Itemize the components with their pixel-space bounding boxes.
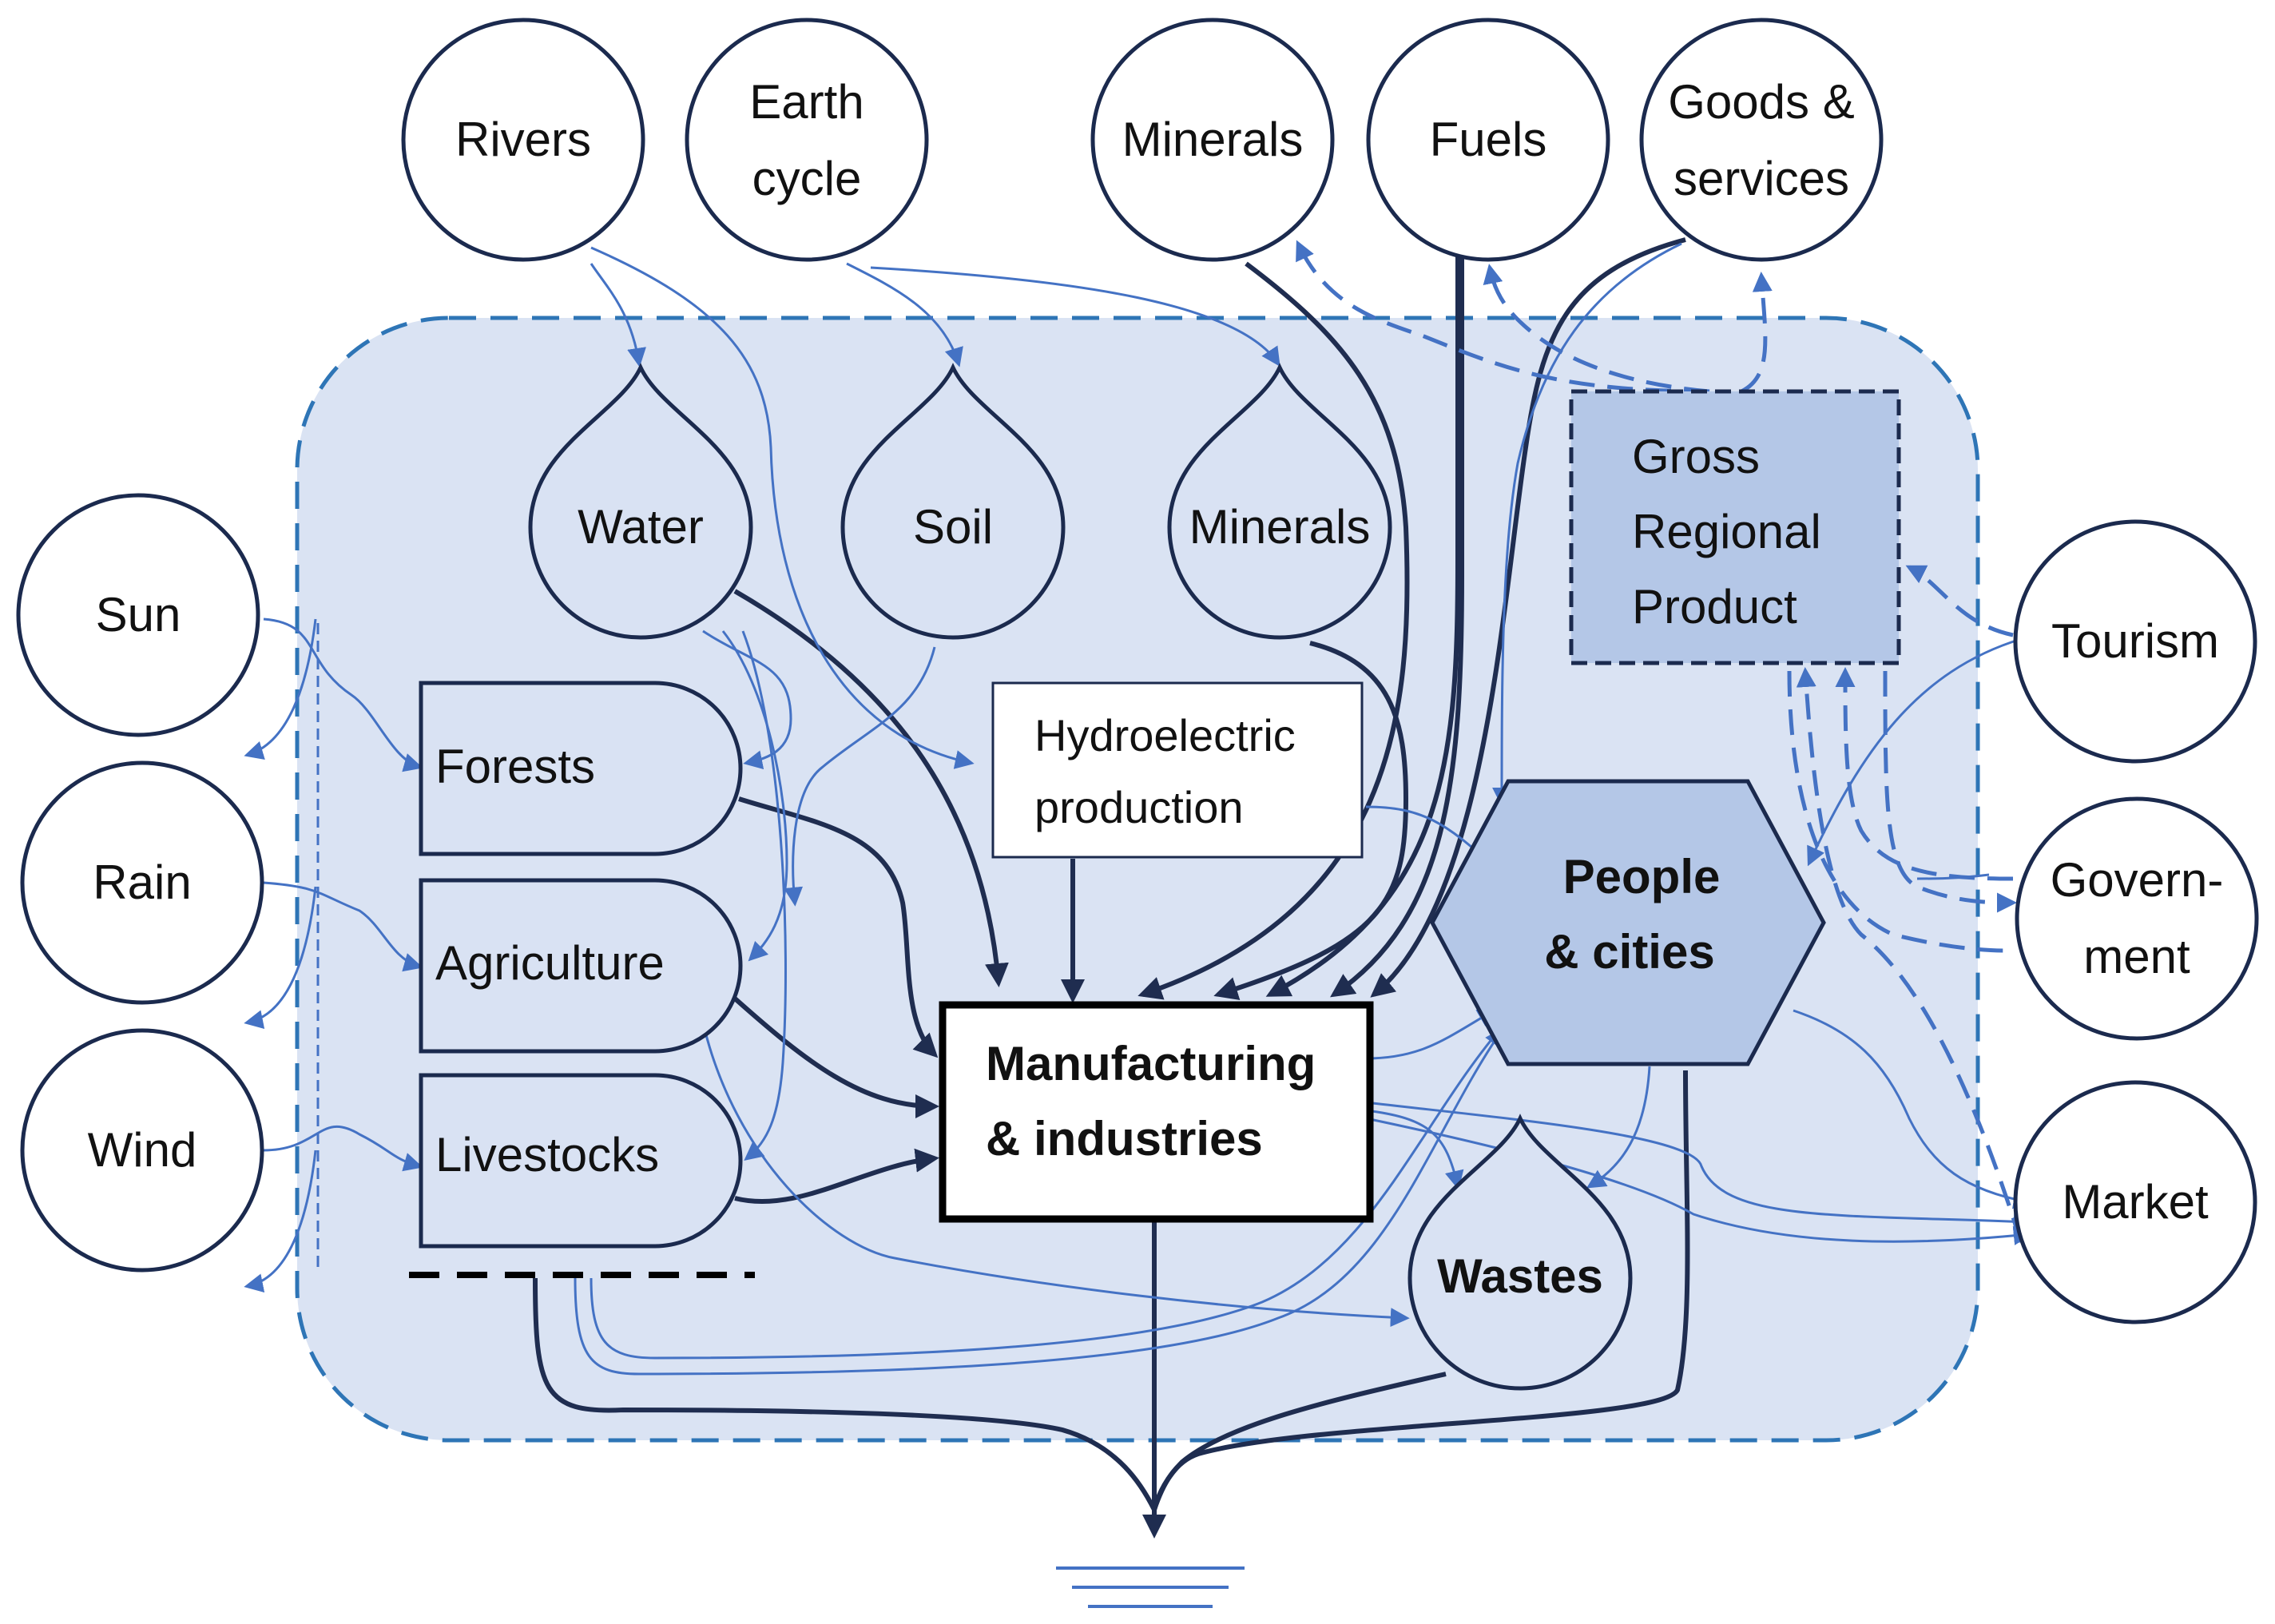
- svg-text:Earth: Earth: [749, 75, 864, 129]
- flow-water-to-manufacturing: [733, 589, 1009, 987]
- flow-agriculture-to-wastes: [701, 1022, 1410, 1328]
- source-tourism: Tourism: [2013, 519, 2257, 764]
- svg-text:Water: Water: [578, 500, 704, 554]
- svg-text:Hydroelectric: Hydroelectric: [1034, 710, 1296, 760]
- producer-forests: Forests: [419, 681, 743, 856]
- heat-sink-icon: [1056, 1566, 1245, 1608]
- flow-goods-to-manufacturing: [1370, 237, 1686, 998]
- flow-water-to-livestocks: [741, 630, 787, 1161]
- producer-livestocks: Livestocks: [419, 1073, 743, 1249]
- flow-livestocks-to-manufacturing: [734, 1148, 939, 1204]
- svg-text:Goods &: Goods &: [1668, 75, 1854, 129]
- money-grp-loop: [1787, 670, 2006, 953]
- money-government-to-grp: [1835, 667, 2014, 881]
- svg-text:Forests: Forests: [435, 740, 595, 793]
- source-minerals: Minerals: [1090, 18, 1335, 262]
- svg-text:Agriculture: Agriculture: [435, 936, 665, 990]
- svg-text:Wastes: Wastes: [1437, 1249, 1603, 1303]
- flow-producers-to-sink: [533, 1277, 1157, 1511]
- flow-producers-to-people-a: [574, 1027, 1504, 1376]
- storage-wastes: Wastes: [1407, 1114, 1633, 1391]
- flow-sun-degraded: [244, 618, 317, 760]
- money-tourism-to-grp: [1905, 565, 2014, 637]
- money-market-to-grp: [1796, 667, 2023, 1243]
- flow-rivers-to-hydro: [590, 246, 975, 769]
- svg-text:& industries: & industries: [986, 1112, 1263, 1165]
- flow-agriculture-to-manufacturing: [733, 996, 939, 1118]
- svg-text:Govern-: Govern-: [2051, 853, 2224, 907]
- source-goods-services: Goods & services: [1639, 18, 1884, 262]
- flow-sun-to-forests: [263, 617, 423, 772]
- svg-text:Minerals: Minerals: [1189, 500, 1371, 554]
- svg-text:Gross: Gross: [1632, 430, 1760, 483]
- svg-text:Soil: Soil: [913, 500, 993, 554]
- svg-text:Minerals: Minerals: [1122, 113, 1304, 166]
- flow-manufacturing-to-people: [1365, 1008, 1498, 1060]
- flow-rain-degraded: [244, 886, 317, 1029]
- manufacturing-industries-box: Manufacturing & industries: [939, 1001, 1374, 1223]
- source-market: Market: [2013, 1080, 2257, 1324]
- storage-minerals: Minerals: [1167, 363, 1392, 640]
- source-government: Govern- ment: [2015, 796, 2259, 1041]
- svg-text:& cities: & cities: [1544, 925, 1714, 979]
- svg-text:cycle: cycle: [752, 152, 862, 205]
- source-earth-cycle: Earth cycle: [685, 18, 929, 262]
- flows: [244, 237, 2033, 1539]
- flow-wind-degraded: [244, 1150, 317, 1292]
- source-rain: Rain: [20, 760, 264, 1005]
- flow-rivers-to-water: [590, 263, 646, 367]
- svg-text:Fuels: Fuels: [1430, 113, 1547, 166]
- svg-text:ment: ment: [2083, 930, 2190, 983]
- flow-forests-to-manufacturing: [738, 796, 939, 1058]
- hydroelectric-production-box: Hydroelectric production: [991, 681, 1364, 859]
- money-grp-to-fuels: [1483, 264, 1710, 394]
- flow-minerals-source-to-manufacturing: [1138, 261, 1410, 1000]
- svg-text:Sun: Sun: [96, 588, 181, 641]
- svg-text:Regional: Regional: [1632, 505, 1821, 558]
- svg-text:Livestocks: Livestocks: [435, 1128, 659, 1181]
- svg-text:Tourism: Tourism: [2051, 614, 2219, 668]
- svg-text:services: services: [1673, 152, 1849, 205]
- svg-text:Manufacturing: Manufacturing: [986, 1037, 1316, 1090]
- flow-people-to-wastes: [1586, 1066, 1651, 1189]
- gross-regional-product-box: Gross Regional Product: [1569, 389, 1901, 665]
- svg-text:Wind: Wind: [88, 1123, 197, 1177]
- people-cities-hexagon: People & cities: [1430, 779, 1826, 1066]
- source-rivers: Rivers: [401, 18, 645, 262]
- svg-text:Rivers: Rivers: [455, 113, 591, 166]
- flow-government-line: [1916, 873, 1990, 880]
- flow-wind-to-livestocks: [263, 1125, 423, 1172]
- flow-producers-to-people-b: [590, 1022, 1507, 1360]
- svg-text:People: People: [1563, 850, 1721, 903]
- svg-text:Product: Product: [1632, 580, 1797, 633]
- svg-text:production: production: [1034, 782, 1244, 832]
- storage-soil: Soil: [840, 363, 1066, 640]
- storage-water: Water: [528, 363, 753, 640]
- producer-agriculture: Agriculture: [419, 878, 743, 1054]
- flow-water-to-agriculture: [721, 630, 788, 962]
- flow-earth-to-soil: [846, 262, 963, 367]
- svg-text:Market: Market: [2062, 1175, 2209, 1229]
- flow-tourism-to-people: [1807, 637, 2022, 867]
- svg-text:Rain: Rain: [93, 856, 191, 909]
- flow-water-to-forests: [702, 629, 792, 769]
- flow-soil-to-crops: [784, 646, 936, 907]
- source-wind: Wind: [20, 1028, 264, 1273]
- money-grp-to-goods: [1740, 272, 1773, 394]
- flow-earth-to-minerals: [870, 266, 1280, 367]
- money-grp-to-minerals: [1296, 240, 1710, 394]
- flow-people-to-sink: [1152, 1070, 1690, 1511]
- flow-fuels-to-manufacturing-a: [1265, 256, 1460, 997]
- flow-people-to-market: [1793, 1009, 2033, 1209]
- flow-manufacturing-to-market-a: [1365, 1101, 2033, 1232]
- source-fuels: Fuels: [1366, 18, 1610, 262]
- flow-minerals-storage-to-manufacturing: [1213, 641, 1409, 1001]
- money-grp-to-government: [1883, 670, 2017, 913]
- source-sun: Sun: [16, 493, 260, 737]
- flow-rain-to-agriculture: [263, 881, 423, 972]
- flow-goods-to-people: [1492, 242, 1682, 807]
